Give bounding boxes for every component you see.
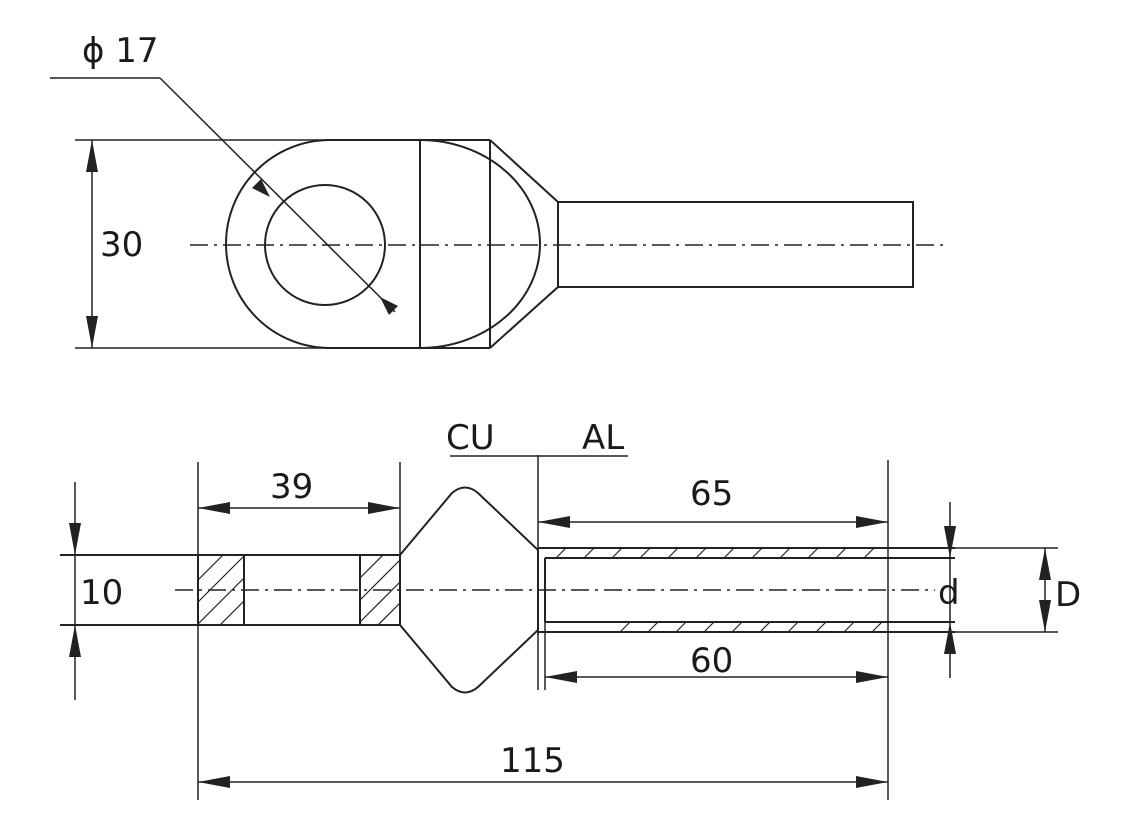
barrel-inner-arrow-right xyxy=(856,671,888,683)
barrel-inner-arrow-left xyxy=(545,671,577,683)
top-view: ϕ 17 30 xyxy=(50,31,945,349)
width-arrow-top xyxy=(86,140,98,172)
section-view: CU AL xyxy=(60,418,1081,800)
thickness-arrow-bottom xyxy=(69,625,81,657)
barrel-wall-hatch-top xyxy=(555,547,875,559)
palm-length-arrow-right xyxy=(368,502,400,514)
al-label: AL xyxy=(582,418,624,458)
outer-diameter-arrow-top xyxy=(1039,548,1051,580)
thickness-arrow-top xyxy=(69,523,81,555)
barrel-outline xyxy=(557,201,914,288)
taper-bottom xyxy=(489,286,559,349)
bolt-hole xyxy=(264,184,386,306)
palm-section-left-hatch xyxy=(197,554,245,626)
palm-width-label: 30 xyxy=(100,225,143,265)
barrel-wall-hatch-bottom xyxy=(619,621,883,633)
palm-length-label: 39 xyxy=(270,467,313,507)
barrel-outer-arrow-right xyxy=(856,516,888,528)
outer-diameter-label: D xyxy=(1055,575,1081,615)
total-length-label: 115 xyxy=(500,741,565,781)
inner-diameter-arrow-bottom xyxy=(944,622,956,654)
hole-diameter-label: ϕ 17 xyxy=(82,31,159,71)
palm-outline xyxy=(225,139,420,349)
palm-thickness-label: 10 xyxy=(80,573,123,613)
taper-top xyxy=(489,139,559,203)
outer-diameter-arrow-bottom xyxy=(1039,600,1051,632)
barrel-inner-length-label: 60 xyxy=(690,641,733,681)
inner-diameter-label: d xyxy=(938,573,960,613)
palm-transition-arc xyxy=(419,139,541,349)
palm-length-arrow-left xyxy=(198,502,230,514)
barrel-outer-arrow-left xyxy=(538,516,570,528)
diameter-leader-diagonal xyxy=(159,77,396,313)
diameter-arrow-lower xyxy=(380,297,398,315)
diameter-arrow-upper xyxy=(252,179,270,197)
palm-section-right-hatch xyxy=(359,554,401,626)
cu-label: CU xyxy=(446,418,495,458)
width-arrow-bottom xyxy=(86,316,98,348)
total-length-arrow-right xyxy=(856,776,888,788)
inner-diameter-arrow-top xyxy=(944,526,956,558)
barrel-outer-length-label: 65 xyxy=(690,474,733,514)
total-length-arrow-left xyxy=(198,776,230,788)
